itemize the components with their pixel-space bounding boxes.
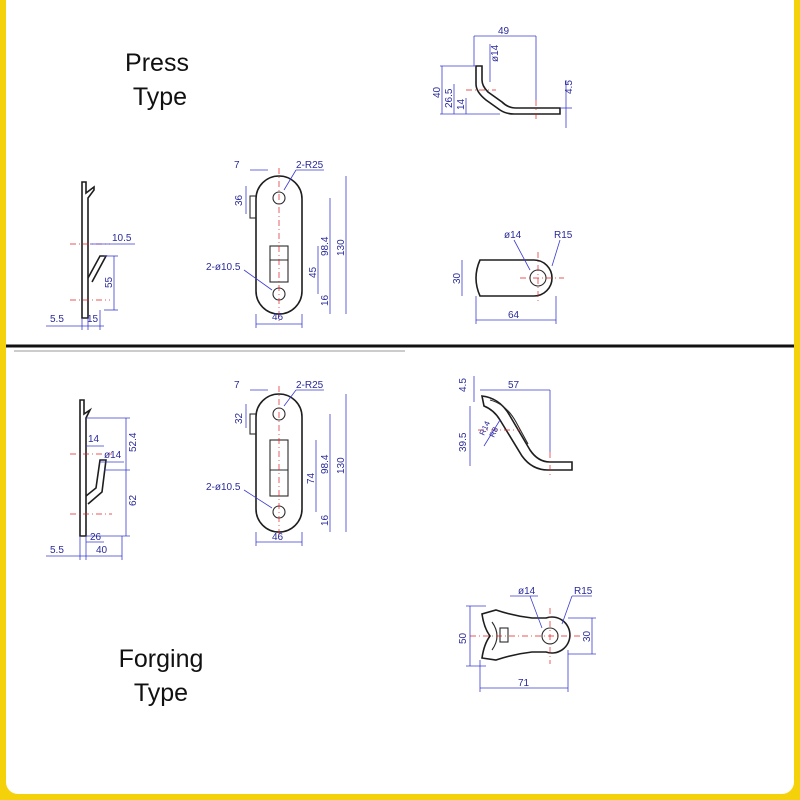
forging-type-label: Forging Type: [102, 642, 220, 710]
forging-front-dim-32: 32: [234, 412, 245, 424]
forging-front-dim-74: 74: [306, 472, 317, 484]
forging-bracket-top-leader-r15: [561, 595, 573, 625]
press-label-line2: Type: [132, 83, 188, 111]
forging-side-dim-phi14: ø14: [104, 450, 122, 461]
press-side-view: 10.5 55 5.5 15: [46, 181, 135, 330]
press-bracket-side-dim-4-5: 4.5: [564, 80, 575, 94]
press-side-dim-55: 55: [104, 276, 115, 288]
forging-side-profile: [79, 399, 93, 537]
press-front-view: 7 2-R25 36 2-ø10.5 45 98.4 130 16 46: [206, 160, 347, 328]
forging-side-dim-5-5: 5.5: [50, 545, 64, 556]
press-bracket-side-dim-40: 40: [432, 86, 443, 98]
press-bracket-side-dim-49: 49: [498, 26, 510, 37]
press-front-dim-46: 46: [272, 312, 284, 323]
forging-side-dim-14: 14: [88, 434, 100, 445]
forging-front-view: 7 2-R25 32 2-ø10.5 74 98.4 130 16 46: [206, 380, 347, 546]
forging-bracket-top: ø14 R15 50 30 71: [458, 586, 596, 692]
forging-bracket-top-slot: [499, 627, 509, 643]
press-bracket-side: 49 ø14 40 26.5 14 4.5: [432, 26, 575, 128]
press-bracket-top-dim-64: 64: [508, 310, 520, 321]
forging-side-view: 14 52.4 ø14 62 26 5.5 40: [46, 399, 139, 560]
forging-bracket-side-dim-57: 57: [508, 380, 520, 391]
forging-bracket-side-inner: [489, 399, 529, 445]
forging-front-dim-130: 130: [336, 457, 347, 474]
forging-front-dim-2r25: 2-R25: [296, 380, 324, 391]
press-side-dim-5-5: 5.5: [50, 314, 64, 325]
press-front-leader-holes: [243, 269, 273, 291]
forging-bracket-top-dim-71: 71: [518, 678, 530, 689]
forging-label-line2: Type: [133, 679, 189, 707]
forging-front-dim-98-4: 98.4: [320, 454, 331, 474]
forging-front-tab: [249, 413, 257, 435]
forging-bracket-top-dim-30: 30: [582, 630, 593, 642]
press-bracket-top-dim-r15: R15: [554, 230, 573, 241]
press-front-dim-45: 45: [308, 266, 319, 278]
forging-side-hook: [85, 459, 107, 505]
forging-bracket-side-dim-39-5: 39.5: [458, 432, 469, 452]
forging-bracket-side-leader-r: [483, 419, 501, 447]
forging-side-dim-52-4: 52.4: [128, 432, 139, 452]
forging-label-line1: Forging: [118, 645, 204, 673]
press-front-dim-7: 7: [234, 160, 240, 171]
press-front-dim-36: 36: [234, 194, 245, 206]
forging-side-dim-62: 62: [128, 494, 139, 506]
forging-bracket-side: 4.5 57 39.5 R14 R8: [458, 376, 573, 476]
press-type-label: Press Type: [102, 46, 212, 114]
press-bracket-top-dim-phi14: ø14: [504, 230, 522, 241]
press-front-dim-2r25: 2-R25: [296, 160, 324, 171]
forging-bracket-top-dim-phi14: ø14: [518, 586, 536, 597]
press-front-tab: [249, 195, 257, 219]
press-front-dim-16: 16: [320, 294, 331, 306]
press-bracket-side-dim-26-5: 26.5: [444, 88, 455, 108]
forging-bracket-side-dim-4-5: 4.5: [458, 378, 469, 392]
forging-bracket-side-profile: [481, 395, 573, 471]
forging-front-dim-7: 7: [234, 380, 240, 391]
technical-drawing: 10.5 55 5.5 15 7 2-R25: [6, 26, 794, 692]
press-bracket-top: ø14 R15 30 64: [452, 230, 573, 324]
forging-side-dim-40: 40: [96, 545, 108, 556]
press-front-leader-r25: [283, 169, 297, 191]
forging-bracket-top-leader-phi14: [529, 595, 543, 629]
press-front-dim-2phi10-5: 2-ø10.5: [206, 262, 241, 273]
forging-side-dim-26: 26: [90, 532, 102, 543]
press-bracket-side-dim-14: 14: [456, 98, 467, 110]
forging-front-leader-r25: [283, 389, 297, 407]
forging-front-leader-holes: [243, 489, 273, 509]
forging-front-dim-2phi10-5: 2-ø10.5: [206, 482, 241, 493]
press-bracket-side-dim-phi14: ø14: [490, 44, 501, 62]
forging-bracket-side-dim-r8: R8: [488, 425, 501, 439]
press-side-profile: [81, 181, 95, 319]
forging-bracket-top-dim-r15: R15: [574, 586, 593, 597]
press-side-dim-15: 15: [87, 314, 99, 325]
press-bracket-top-leader-r15: [551, 239, 561, 267]
press-side-dim-10-5: 10.5: [112, 233, 132, 244]
press-bracket-top-profile: [475, 259, 553, 297]
press-front-dim-130: 130: [336, 239, 347, 256]
drawing-sheet: Press Type Forging Type 10.5 55 5.5 15: [6, 0, 794, 794]
forging-bracket-top-dim-50: 50: [458, 632, 469, 644]
press-bracket-top-dim-30: 30: [452, 272, 463, 284]
press-side-hook: [87, 255, 108, 283]
press-front-dim-98-4: 98.4: [320, 236, 331, 256]
press-bracket-top-leader-phi14: [513, 239, 531, 271]
press-label-line1: Press: [125, 49, 189, 77]
forging-bracket-top-profile: [481, 609, 571, 661]
forging-front-dim-16: 16: [320, 514, 331, 526]
forging-front-dim-46: 46: [272, 532, 284, 543]
